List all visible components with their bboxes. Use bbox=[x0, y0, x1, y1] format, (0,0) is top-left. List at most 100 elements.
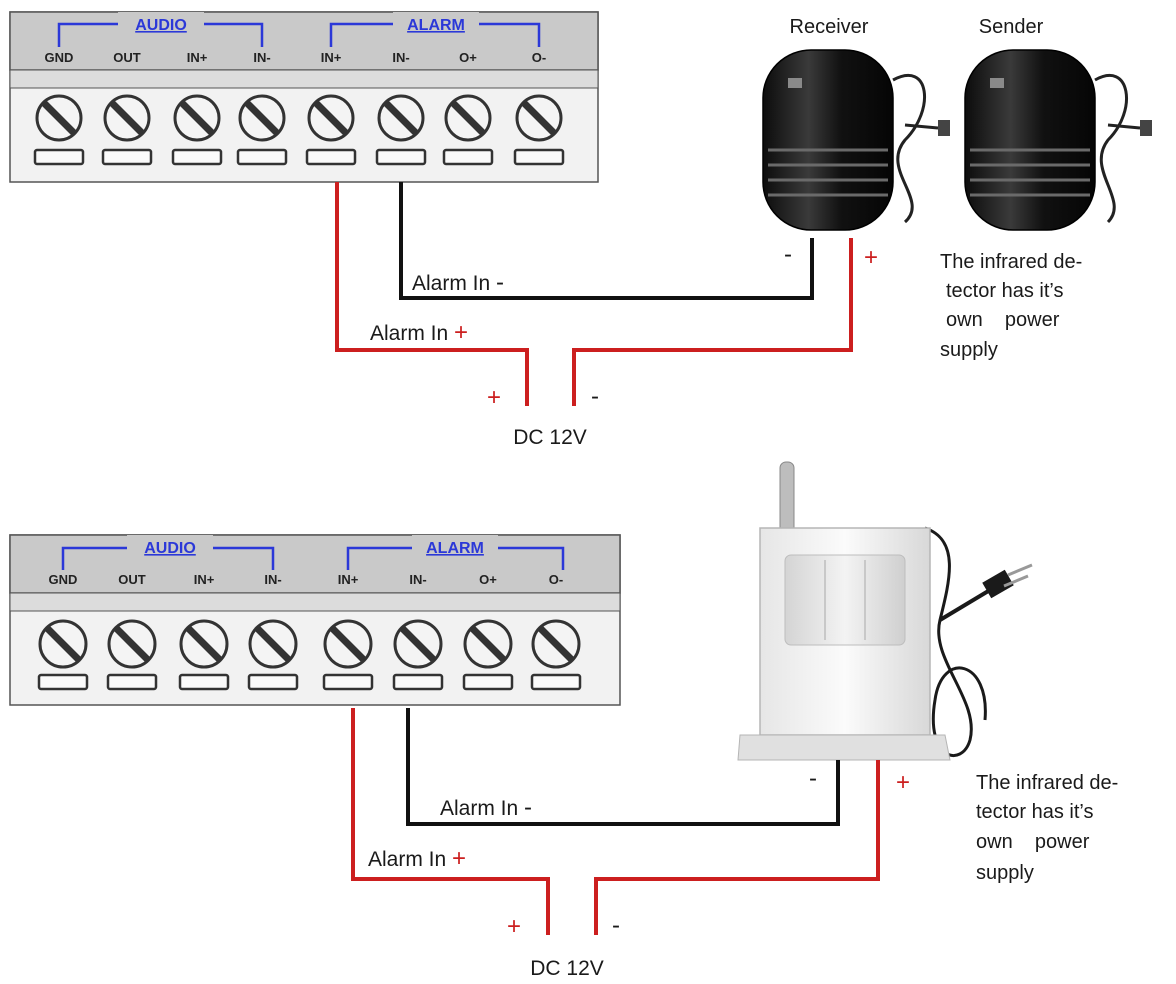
terminal-block: AUDIO ALARM GND OUT IN+ IN- IN+ IN- O+ O… bbox=[9, 11, 599, 183]
pir-positive-terminal: + bbox=[896, 769, 910, 796]
pin-label-alarm-o-minus: O- bbox=[549, 572, 563, 587]
sender-beam-detector bbox=[964, 49, 1152, 231]
pir-negative-terminal: - bbox=[809, 765, 817, 792]
wire-label-alarm-in-negative: Alarm In - bbox=[440, 794, 532, 821]
pir-lens bbox=[784, 554, 906, 646]
receiver-plug-icon bbox=[938, 120, 950, 136]
terminal-ridge bbox=[9, 592, 621, 612]
sender-housing bbox=[964, 49, 1096, 231]
pin-label-out: OUT bbox=[113, 50, 141, 65]
diagram-2: AUDIO ALARM GND OUT IN+ IN- IN+ IN- O+ O… bbox=[9, 461, 1118, 980]
audio-group-label: AUDIO bbox=[144, 540, 196, 557]
detector-note-line-2: tector has it’s bbox=[946, 280, 1063, 302]
terminal-block: AUDIO ALARM GND OUT IN+ IN- IN+ IN- O+ O… bbox=[9, 534, 621, 706]
receiver-housing bbox=[762, 49, 894, 231]
pir-base bbox=[737, 734, 951, 761]
alarm-label-bg bbox=[412, 535, 498, 557]
detector-note-line-4: supply bbox=[976, 862, 1034, 884]
terminal-screw bbox=[462, 619, 514, 691]
terminal-screw bbox=[392, 619, 444, 691]
pin-label-gnd: GND bbox=[45, 50, 74, 65]
detector-note-line-1: The infrared de- bbox=[940, 251, 1082, 273]
pin-label-audio-in-plus: IN+ bbox=[194, 572, 215, 587]
receiver-label: Receiver bbox=[790, 16, 869, 38]
terminal-header bbox=[9, 11, 599, 71]
sender-plug-icon bbox=[1140, 120, 1152, 136]
terminal-screw bbox=[513, 94, 565, 166]
power-minus-symbol: - bbox=[612, 912, 620, 939]
pir-motion-detector bbox=[737, 461, 1033, 761]
terminal-screw bbox=[101, 94, 153, 166]
detector-note-line-2: tector has it’s bbox=[976, 801, 1093, 823]
alarm-group-label: ALARM bbox=[407, 17, 465, 34]
detector-note-line-1: The infrared de- bbox=[976, 772, 1118, 794]
pin-label-audio-in-minus: IN- bbox=[253, 50, 270, 65]
wire-label-alarm-in-positive: Alarm In + bbox=[368, 845, 466, 872]
audio-label-bg bbox=[118, 12, 204, 34]
power-plus-symbol: + bbox=[487, 384, 501, 411]
terminal-screw bbox=[236, 94, 288, 166]
wire-label-alarm-in-negative: Alarm In - bbox=[412, 269, 504, 296]
power-minus-symbol: - bbox=[591, 383, 599, 410]
pir-cable-plug bbox=[938, 588, 992, 622]
terminal-screw bbox=[442, 94, 494, 166]
pin-label-out: OUT bbox=[118, 572, 146, 587]
power-plus-symbol: + bbox=[507, 913, 521, 940]
terminal-header bbox=[9, 534, 621, 594]
receiver-beam-detector bbox=[762, 49, 950, 231]
detector-note-line-4: supply bbox=[940, 339, 998, 361]
terminal-screw bbox=[247, 619, 299, 691]
receiver-window bbox=[788, 78, 802, 88]
receiver-negative-terminal: - bbox=[784, 241, 792, 268]
wire-alarm-in-positive bbox=[351, 708, 550, 935]
pin-label-alarm-o-plus: O+ bbox=[479, 572, 497, 587]
detector-note-line-3: own power bbox=[946, 309, 1060, 331]
sender-window bbox=[990, 78, 1004, 88]
terminal-screw bbox=[106, 619, 158, 691]
terminal-ridge bbox=[9, 69, 599, 89]
wire-power-negative-to-detector bbox=[572, 238, 853, 406]
pin-label-alarm-in-minus: IN- bbox=[409, 572, 426, 587]
wire-alarm-in-positive bbox=[335, 182, 529, 406]
receiver-cable bbox=[892, 73, 926, 224]
receiver-cable-plug bbox=[904, 123, 939, 130]
terminal-screw bbox=[322, 619, 374, 691]
terminal-screw bbox=[178, 619, 230, 691]
terminal-screw bbox=[530, 619, 582, 691]
pin-label-gnd: GND bbox=[49, 572, 78, 587]
sender-cable-plug bbox=[1107, 123, 1141, 130]
alarm-label-bg bbox=[393, 12, 479, 34]
wire-alarm-in-negative bbox=[406, 708, 840, 826]
detector-note-line-3: own power bbox=[976, 831, 1090, 853]
terminal-screw bbox=[33, 94, 85, 166]
alarm-group-label: ALARM bbox=[426, 540, 484, 557]
pin-label-alarm-in-minus: IN- bbox=[392, 50, 409, 65]
sender-cable bbox=[1094, 73, 1128, 224]
pin-label-alarm-o-minus: O- bbox=[532, 50, 546, 65]
terminal-screw bbox=[375, 94, 427, 166]
screw-row bbox=[37, 619, 582, 691]
audio-group-label: AUDIO bbox=[135, 17, 187, 34]
wire-power-negative-to-detector bbox=[594, 760, 880, 935]
terminal-screw bbox=[171, 94, 223, 166]
diagram-1: AUDIO ALARM GND OUT IN+ IN- IN+ IN- O+ O… bbox=[9, 11, 1152, 449]
pin-label-alarm-o-plus: O+ bbox=[459, 50, 477, 65]
wire-label-alarm-in-positive: Alarm In + bbox=[370, 319, 468, 346]
pin-label-audio-in-minus: IN- bbox=[264, 572, 281, 587]
power-supply-label: DC 12V bbox=[513, 426, 587, 449]
pin-label-audio-in-plus: IN+ bbox=[187, 50, 208, 65]
terminal-screw bbox=[37, 619, 89, 691]
power-supply-label: DC 12V bbox=[530, 957, 604, 980]
wire-alarm-in-negative bbox=[399, 182, 814, 300]
sender-label: Sender bbox=[979, 16, 1044, 38]
pir-plug-icon bbox=[982, 569, 1014, 599]
pir-power-cable bbox=[924, 526, 987, 757]
audio-label-bg bbox=[127, 535, 213, 557]
terminal-screw bbox=[305, 94, 357, 166]
pin-label-alarm-in-plus: IN+ bbox=[338, 572, 359, 587]
pin-label-alarm-in-plus: IN+ bbox=[321, 50, 342, 65]
screw-row bbox=[33, 94, 565, 166]
receiver-positive-terminal: + bbox=[864, 244, 878, 271]
